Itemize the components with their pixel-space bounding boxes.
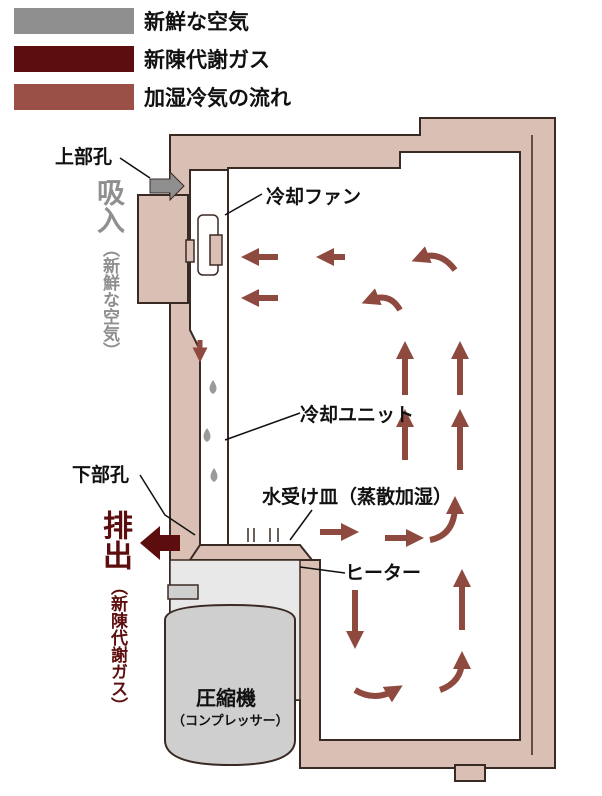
vapor-icon xyxy=(247,528,279,542)
heater-label: ヒーター xyxy=(345,562,422,584)
legend-label: 加湿冷気の流れ xyxy=(144,86,291,110)
drip-tray-label: 水受け皿（蒸散加湿） xyxy=(262,486,453,508)
compressor xyxy=(164,603,296,767)
airflow-arrows xyxy=(241,246,471,703)
legend-item-fresh-air: 新鮮な空気 xyxy=(14,8,249,34)
cooling-unit-label: 冷却ユニット xyxy=(300,404,415,426)
lower-hole-label: 下部孔 xyxy=(72,464,130,486)
compressor-sublabel: （コンプレッサー） xyxy=(172,714,289,729)
cabinet-foot xyxy=(454,764,486,782)
intake-sublabel: （新鮮な空気） xyxy=(99,240,119,359)
exhaust-sublabel: （新陳代謝ガス） xyxy=(107,578,127,714)
cooling-fan-label: 冷却ファン xyxy=(266,186,362,208)
exhaust-arrow-icon xyxy=(140,526,180,560)
legend-label: 新鮮な空気 xyxy=(144,10,249,34)
upper-hole-label: 上部孔 xyxy=(55,146,113,168)
legend-swatch xyxy=(14,84,134,110)
legend-item-cold-humid-air: 加湿冷気の流れ xyxy=(14,84,291,110)
legend-label: 新陳代謝ガス xyxy=(144,48,270,72)
drip-tray xyxy=(188,544,315,561)
legend-item-metabolic-gas: 新陳代謝ガス xyxy=(14,46,270,72)
legend-swatch xyxy=(14,8,134,34)
exhaust-label: 排出 xyxy=(97,510,132,570)
intake-duct xyxy=(137,194,189,304)
intake-label: 吸入 xyxy=(93,178,126,234)
fresh-air-arrow-icon xyxy=(149,170,185,202)
water-droplets-icon xyxy=(203,380,218,482)
legend-swatch xyxy=(14,46,134,72)
compressor-label: 圧縮機 xyxy=(196,686,256,710)
cooling-fan-icon xyxy=(185,214,223,276)
